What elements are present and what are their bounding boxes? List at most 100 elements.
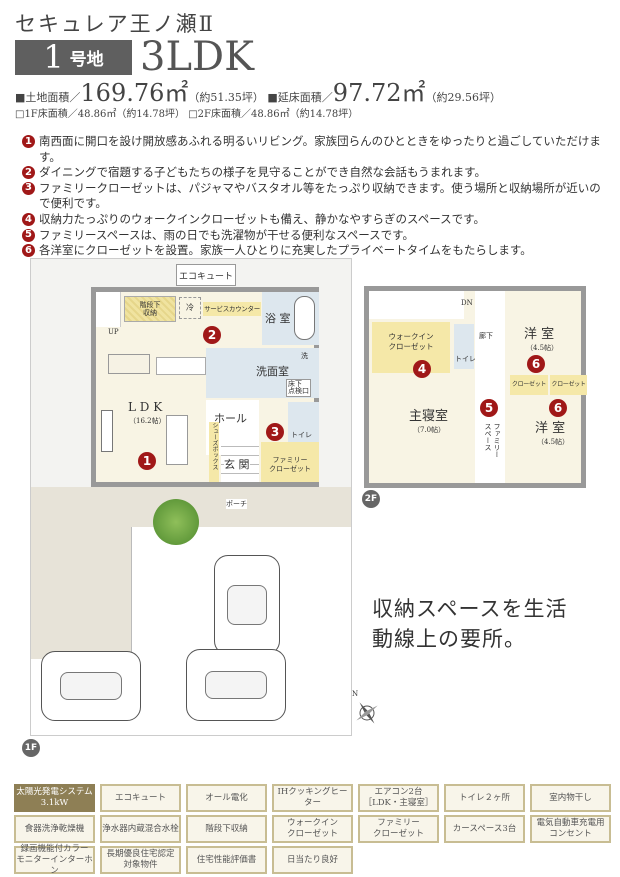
western-room-2-size: （4.5帖） <box>537 438 570 446</box>
description-item: 5 ファミリースペースは、雨の日でも洗濯物が干せる便利なスペースです。 <box>22 228 612 244</box>
shoebox: シューズボックス <box>209 422 219 482</box>
floor-1f-tag: 1F <box>22 739 40 757</box>
house-1f: UP 階段下 収納 冷 サービスカウンター 浴 室 洗面室 洗床下 点検口 ホール… <box>91 287 319 487</box>
number-badge: 4 <box>22 212 35 226</box>
floor-areas: □1F床面積／48.86㎡（約14.78坪） □2F床面積／48.86㎡（約14… <box>15 108 358 121</box>
western-room-1-size: （4.5帖） <box>526 344 559 352</box>
family-closet: ファミリー クローゼット <box>261 442 319 482</box>
toilet-1f: トイレ <box>288 402 319 442</box>
marker-2: 2 <box>203 326 221 344</box>
corridor: 廊下ファミリー スペース <box>475 291 505 483</box>
feature-tag: 電気自動車充電用 コンセント <box>530 815 611 843</box>
feature-tag: 日当たり良好 <box>272 846 353 874</box>
floor-area-label: ■延床面積／ <box>267 91 333 104</box>
lot-number-badge: 1 号地 <box>15 40 132 75</box>
tv-stand <box>101 410 113 452</box>
floor1-area: □1F床面積／48.86㎡（約14.78坪） <box>15 109 186 120</box>
feature-tag: 住宅性能評価書 <box>186 846 267 874</box>
underfloor-hatch: 床下 点検口 <box>286 379 311 397</box>
porch-label: ポーチ <box>226 499 247 509</box>
feature-tag: ファミリー クローゼット <box>358 815 439 843</box>
staircase-2f <box>369 291 464 319</box>
car-space-3 <box>186 649 286 721</box>
slogan-line-2: 動線上の要所。 <box>372 627 526 651</box>
description-text: 収納力たっぷりのウォークインクローゼットも備え、静かなやすらぎのスペースです。 <box>39 211 485 226</box>
feature-tag: オール電化 <box>186 784 267 812</box>
description-text: ファミリースペースは、雨の日でも洗濯物が干せる便利なスペースです。 <box>39 227 415 242</box>
ldk-label: L D K <box>128 400 163 414</box>
washer-label: 洗 <box>301 352 308 360</box>
feature-tag: 太陽光発電システム 3.1kW <box>14 784 95 812</box>
feature-tag: IHクッキングヒーター <box>272 784 353 812</box>
description-text: ダイニングで宿題する子どもたちの様子を見守ることができ自然な会話もうまれます。 <box>39 165 487 180</box>
toilet-label: トイレ <box>291 431 312 439</box>
ecocute-unit: エコキュート <box>176 264 236 286</box>
number-badge: 5 <box>22 228 35 242</box>
feature-tag: 食器洗浄乾燥機 <box>14 815 95 843</box>
compass-icon: N <box>352 690 382 728</box>
corridor-label: 廊下 <box>479 332 493 340</box>
tree-icon <box>153 499 199 545</box>
toilet-2f: トイレ <box>454 324 476 369</box>
dn-label: DN <box>461 299 473 307</box>
floor-2f-tag: 2F <box>362 490 380 508</box>
description-text: 南西面に開口を設け開放感あふれる明るいリビング。家族団らんのひとときをゆったりと… <box>39 134 601 164</box>
marker-6a: 6 <box>527 355 545 373</box>
feature-tag: 録画機能付カラー モニターインターホン <box>14 844 95 876</box>
feature-tag: ウォークイン クローゼット <box>272 815 353 843</box>
floor-plan-2f: DN ウォークイン クローゼット トイレ 廊下ファミリー スペース 洋 室 （4… <box>364 286 587 488</box>
bath-label: 浴 室 <box>265 312 291 325</box>
car-space-2 <box>41 651 141 721</box>
washroom-label: 洗面室 <box>256 365 289 378</box>
service-counter: サービスカウンター <box>203 302 261 316</box>
western-room-2-label: 洋 室 <box>535 421 566 436</box>
western-room-1-label: 洋 室 <box>524 327 555 342</box>
bathtub-icon <box>294 296 315 340</box>
number-badge: 3 <box>22 181 35 195</box>
floor-area-tsubo: （約29.56坪） <box>425 91 502 104</box>
marker-3: 3 <box>266 423 284 441</box>
stair-storage: 階段下 収納 <box>124 296 176 322</box>
number-badge: 6 <box>22 244 35 258</box>
hall-label: ホール <box>214 412 247 425</box>
feature-tag: トイレ２ヶ所 <box>444 784 525 812</box>
fridge: 冷 <box>179 297 201 319</box>
floor-area-value: 97.72㎡ <box>332 79 426 107</box>
kitchen-counter <box>156 357 206 375</box>
feature-description-list: 1 南西面に開口を設け開放感あふれる明るいリビング。家族団らんのひとときをゆったり… <box>22 134 612 259</box>
area-summary: ■土地面積／169.76㎡（約51.35坪） ■延床面積／97.72㎡（約29.… <box>15 81 501 105</box>
up-label: UP <box>108 328 119 336</box>
plan-type: 3LDK <box>140 34 254 80</box>
closet-1: クローゼット <box>510 375 548 395</box>
walkin-closet: ウォークイン クローゼット <box>372 322 450 373</box>
bathroom: 浴 室 <box>262 292 319 345</box>
land-area-value: 169.76㎡ <box>80 79 189 107</box>
compass-north-label: N <box>352 690 359 698</box>
marker-4: 4 <box>413 360 431 378</box>
feature-tag: カースペース3台 <box>444 815 525 843</box>
description-item: 1 南西面に開口を設け開放感あふれる明るいリビング。家族団らんのひとときをゆったり… <box>22 134 612 165</box>
number-badge: 1 <box>22 135 35 148</box>
family-space-label: ファミリー スペース <box>484 423 501 458</box>
sofa <box>166 415 188 465</box>
master-bedroom-size: （7.0帖） <box>413 426 446 434</box>
car-space-1 <box>214 555 280 655</box>
entrance-label: 玄 関 <box>224 456 250 472</box>
feature-tag: 浄水器内蔵混合水栓 <box>100 815 181 843</box>
land-area-label: ■土地面積／ <box>15 91 81 104</box>
slogan: 収納スペースを生活 動線上の要所。 <box>372 594 567 654</box>
entrance: 玄 関 <box>221 444 259 482</box>
marker-1: 1 <box>138 452 156 470</box>
dining-table <box>108 354 150 374</box>
feature-tag: 室内物干し <box>530 784 611 812</box>
washroom: 洗面室 洗床下 点検口 <box>206 348 319 398</box>
toilet-2f-label: トイレ <box>455 355 476 363</box>
staircase <box>96 292 121 327</box>
feature-tag: エアコン2台 ［LDK・主寝室］ <box>358 784 439 812</box>
master-bedroom-label: 主寝室 <box>409 409 449 424</box>
feature-tag: 長期優良住宅認定 対象物件 <box>100 846 181 874</box>
